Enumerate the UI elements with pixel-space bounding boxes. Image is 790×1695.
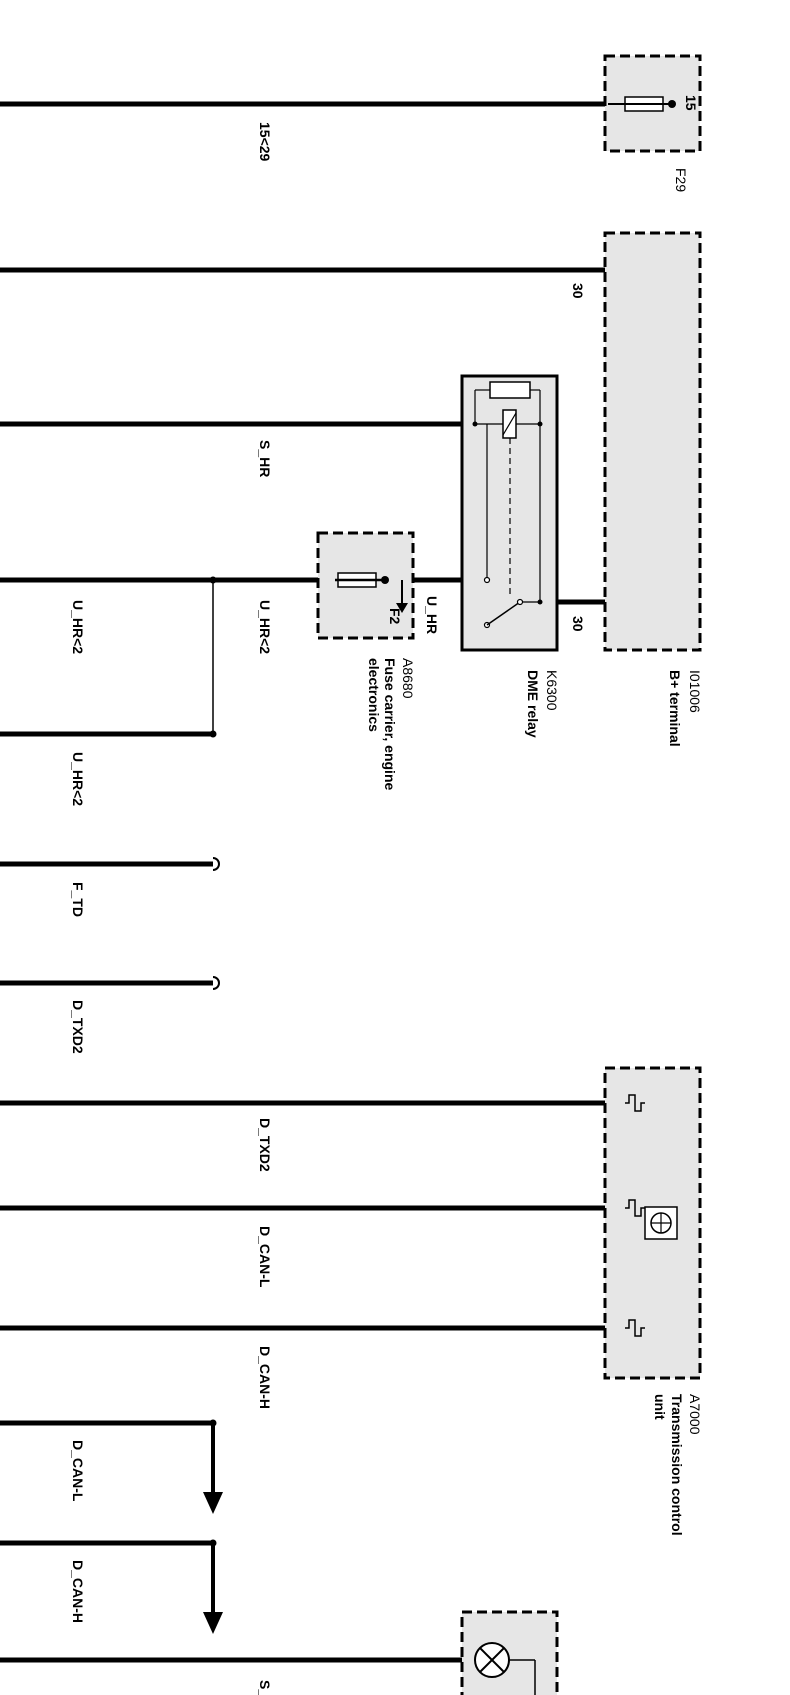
a8680-name-2: electronics: [366, 658, 382, 732]
transceiver-icon-3: [625, 1319, 645, 1337]
i01006-name: B+ terminal: [667, 670, 683, 747]
b-plus-terminal-box: [603, 231, 702, 652]
a8680-name-1: Fuse carrier, engine: [382, 658, 398, 790]
splice-dot-bottom: [209, 730, 217, 738]
i01006-id: I01006: [687, 670, 703, 713]
wire-label-15-29: 15<29: [257, 122, 273, 162]
dme-relay: [460, 374, 559, 652]
k6300-id: K6300: [544, 670, 560, 711]
wire-label-s-hr: S_HR: [257, 440, 273, 477]
wire-label-d-can-l-a: D_CAN-L: [257, 1226, 273, 1288]
wire-label-d-can-l-b: D_CAN-L: [70, 1440, 86, 1502]
k6300-name: DME relay: [525, 670, 541, 738]
pin-15: 15: [683, 95, 699, 111]
fuse-carrier-a8680: [316, 531, 415, 640]
wire-label-d-txd2-b: D_TXD2: [257, 1118, 273, 1172]
wire-label-d-can-h-b: D_CAN-H: [70, 1560, 86, 1623]
fuse-f29: [603, 54, 702, 153]
wire-label-s-bottom: S_: [257, 1680, 273, 1695]
lamp-component: [460, 1610, 559, 1695]
wire-label-u-hr-2-b: U_HR<2: [257, 600, 273, 654]
transceiver-icon-1: [625, 1094, 645, 1112]
transceiver-icon-2: [625, 1199, 645, 1217]
a7000-name-1: Transmission control: [669, 1394, 685, 1536]
pin-30-top: 30: [570, 283, 586, 299]
control-unit-icon: [644, 1206, 678, 1240]
a8680-id: A8680: [400, 658, 416, 699]
wire-label-d-can-h-a: D_CAN-H: [257, 1346, 273, 1409]
wire-label-u-hr-2-c: U_HR<2: [70, 752, 86, 806]
a7000-id: A7000: [687, 1394, 703, 1435]
wire-label-u-hr: U_HR: [424, 596, 440, 634]
connector-f-td-icon: [212, 857, 220, 871]
wire-label-f-td: F_TD: [70, 882, 86, 917]
splice-dot-top: [209, 576, 217, 584]
can-h-arrow-icon: [203, 1539, 223, 1634]
can-l-arrow-icon: [203, 1419, 223, 1514]
connector-d-txd2-icon: [212, 976, 220, 990]
wire-label-d-txd2-a: D_TXD2: [70, 1000, 86, 1054]
transmission-control-unit: [603, 1066, 702, 1380]
pin-30-relay: 30: [570, 616, 586, 632]
a7000-name-2: unit: [652, 1394, 668, 1420]
fuse-f2-label: F2: [387, 608, 403, 625]
wire-label-u-hr-2-a: U_HR<2: [70, 600, 86, 654]
f29-id: F29: [673, 168, 689, 192]
